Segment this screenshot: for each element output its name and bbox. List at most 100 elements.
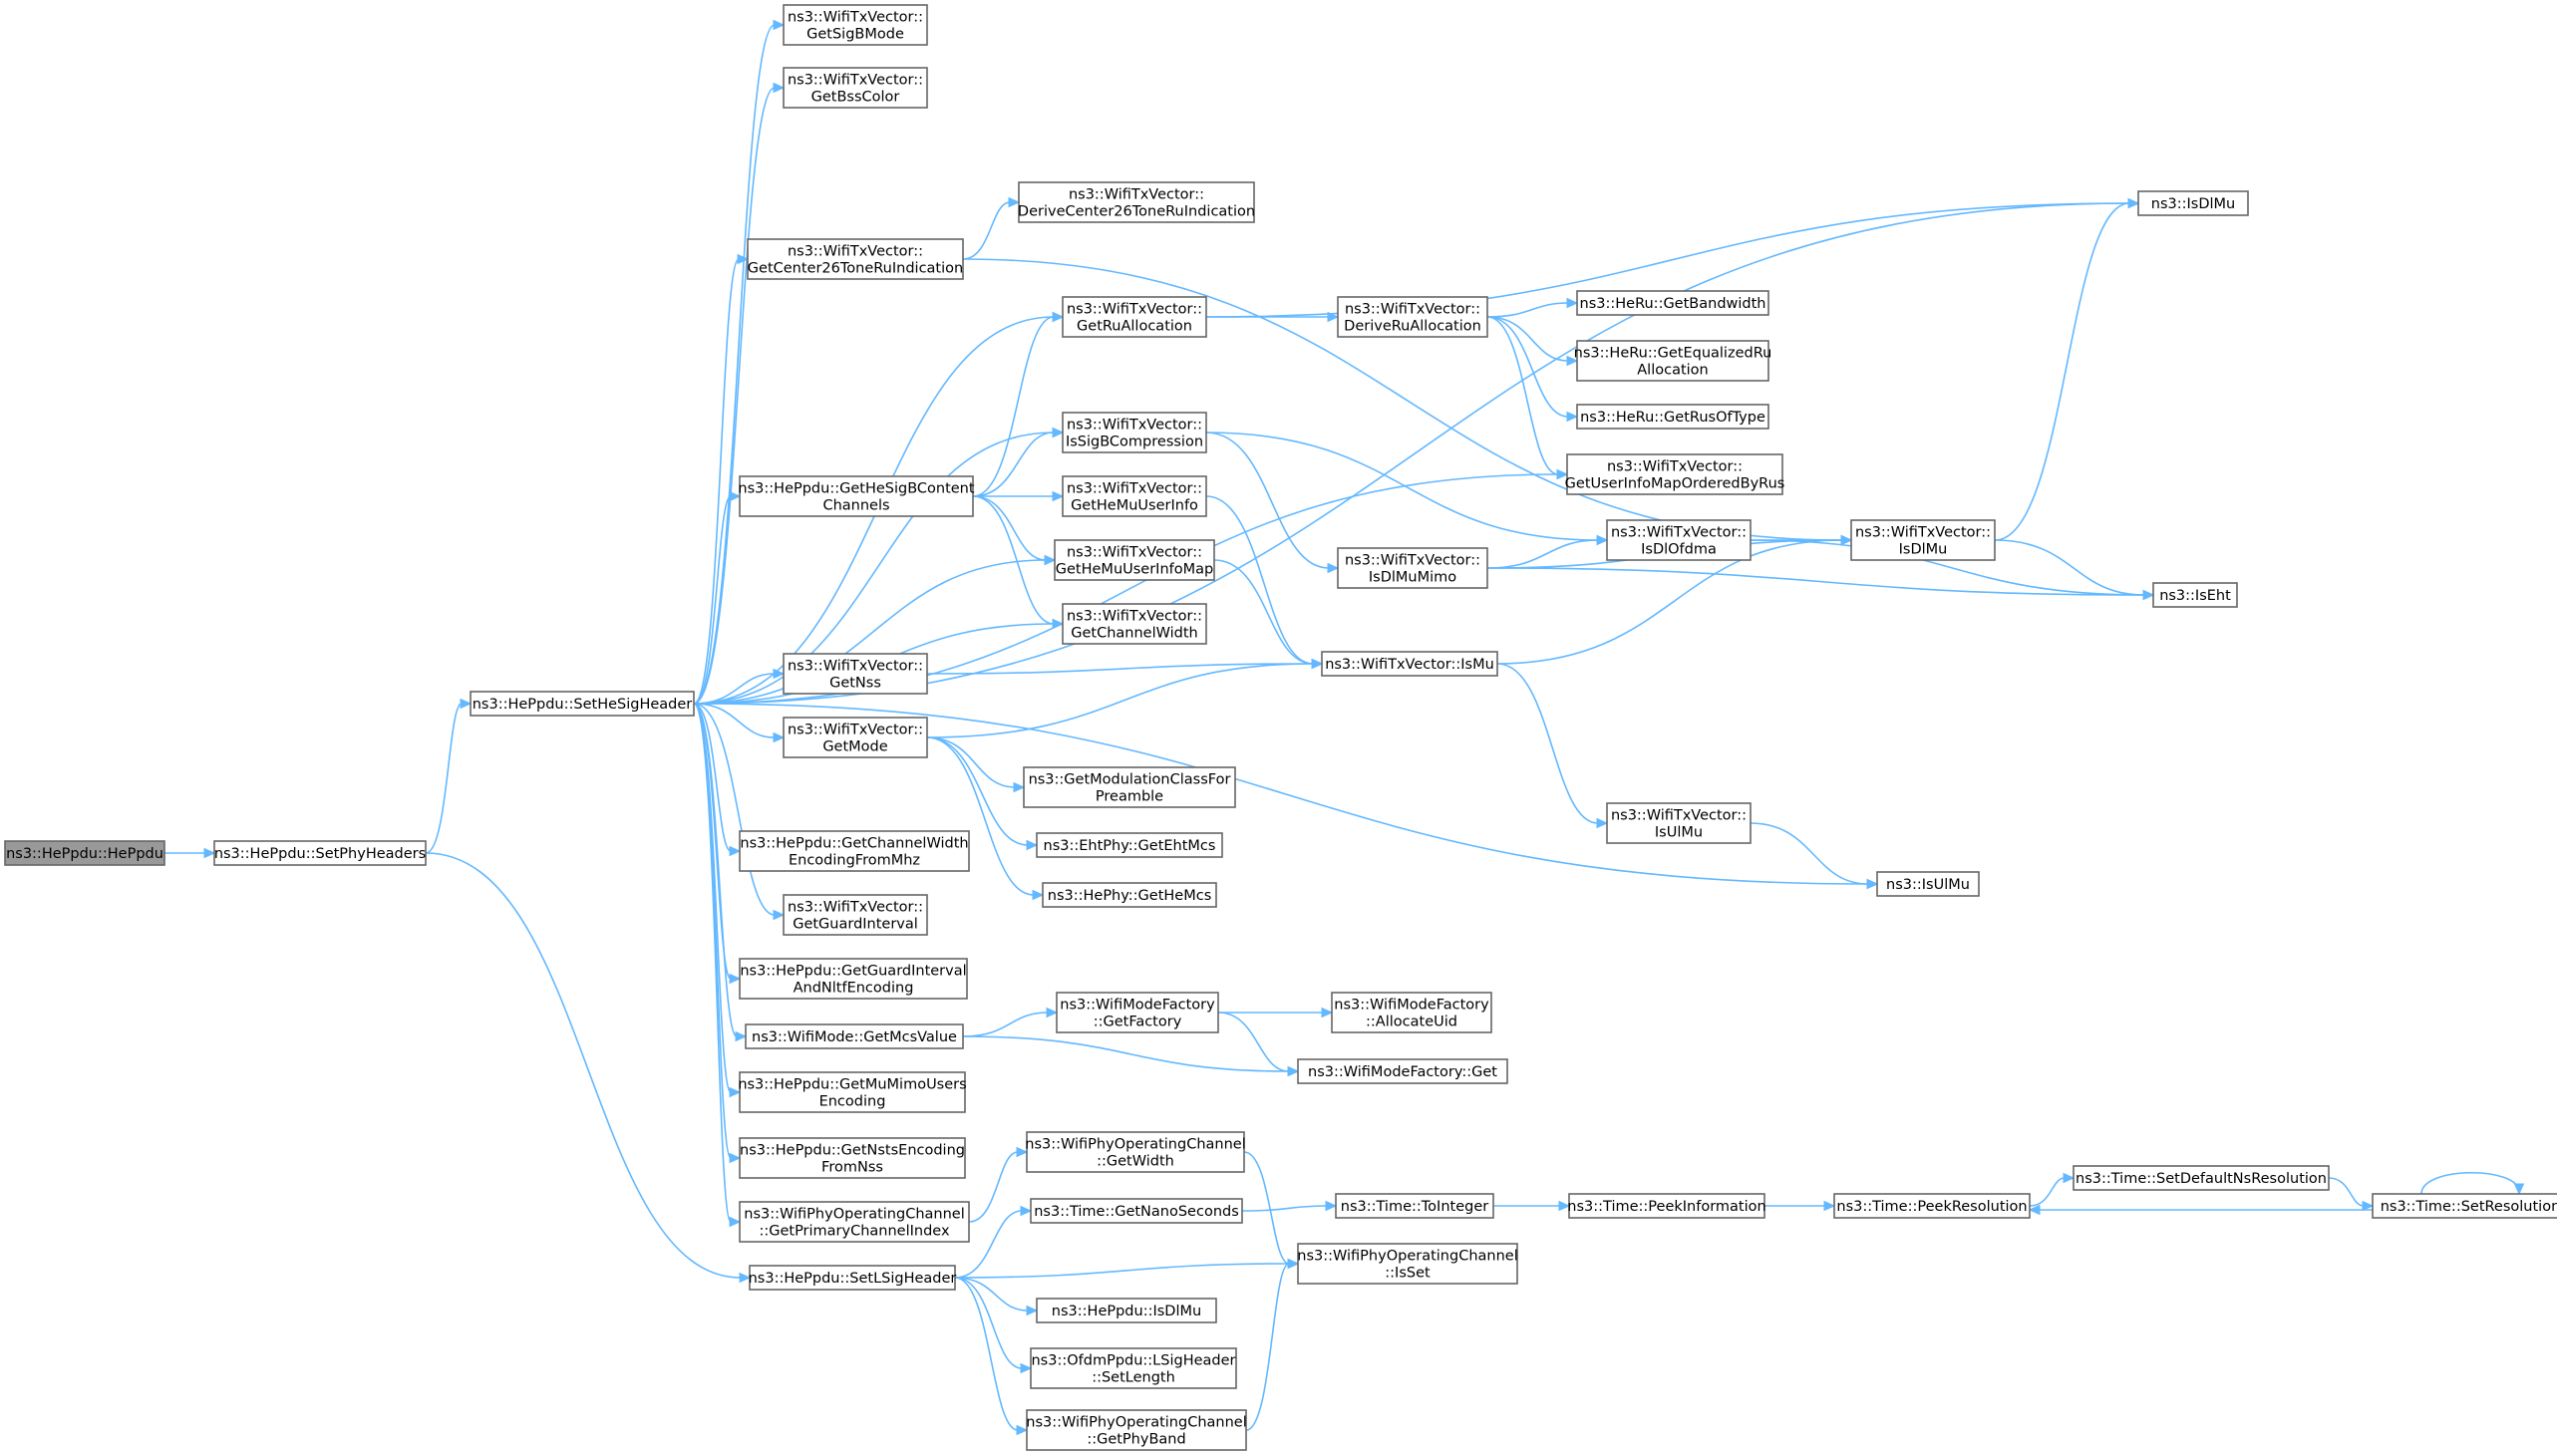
edge-getmode-to-getehtmcs: [926, 736, 1029, 846]
function-node-peekinfo[interactable]: ns3::Time::PeekInformation: [1567, 1193, 1766, 1219]
function-node-heppduisdlmu[interactable]: ns3::HePpdu::IsDlMu: [1036, 1298, 1217, 1323]
function-node-getprimarych[interactable]: ns3::WifiPhyOperatingChannel::GetPrimary…: [739, 1201, 970, 1243]
node-box: [1062, 603, 1207, 645]
function-node-derivecenter26[interactable]: ns3::WifiTxVector::DeriveCenter26ToneRuI…: [1018, 181, 1255, 223]
function-node-getcenter26[interactable]: ns3::WifiTxVector::GetCenter26ToneRuIndi…: [747, 238, 964, 280]
arrowhead: [1823, 1200, 1836, 1212]
function-node-getmode[interactable]: ns3::WifiTxVector::GetMode: [783, 717, 928, 758]
function-node-gethemuuserinfomap[interactable]: ns3::WifiTxVector::GetHeMuUserInfoMap: [1054, 539, 1215, 581]
function-node-getrusoftype[interactable]: ns3::HeRu::GetRusOfType: [1576, 404, 1769, 430]
function-node-gethemcs[interactable]: ns3::HePhy::GetHeMcs: [1042, 882, 1217, 908]
node-label: ns3::WifiTxVector::: [1067, 418, 1202, 434]
edge-isdlmumimo-to-isdlofdma: [1486, 539, 1599, 569]
function-node-issigbcomp[interactable]: ns3::WifiTxVector::IsSigBCompression: [1062, 412, 1207, 453]
node-box: [1833, 1193, 2031, 1219]
arrowhead: [1032, 889, 1045, 901]
edge-deriveruallocation-to-getrusoftype: [1486, 316, 1569, 418]
function-node-root[interactable]: ns3::HePpdu::HePpdu: [4, 840, 165, 866]
edge-setphy-to-sethesig: [425, 703, 463, 854]
function-node-isdlmumimo[interactable]: ns3::WifiTxVector::IsDlMuMimo: [1337, 547, 1488, 589]
function-node-setresolution[interactable]: ns3::Time::SetResolution: [2372, 1193, 2557, 1219]
function-node-getbandwidth[interactable]: ns3::HeRu::GetBandwidth: [1576, 290, 1769, 316]
arrowhead: [1596, 534, 1609, 546]
function-node-setdefaultns[interactable]: ns3::Time::SetDefaultNsResolution: [2073, 1165, 2330, 1191]
node-box: [739, 475, 974, 517]
function-node-getehtmcs[interactable]: ns3::EhtPhy::GetEhtMcs: [1036, 832, 1223, 858]
function-node-setphy[interactable]: ns3::HePpdu::SetPhyHeaders: [213, 840, 427, 866]
function-node-factoryget[interactable]: ns3::WifiModeFactory::Get: [1297, 1058, 1508, 1084]
function-node-deriveruallocation[interactable]: ns3::WifiTxVector::DeriveRuAllocation: [1337, 296, 1488, 338]
function-node-getruallocation[interactable]: ns3::WifiTxVector::GetRuAllocation: [1062, 296, 1207, 338]
function-node-getchannelwidth[interactable]: ns3::WifiTxVector::GetChannelWidth: [1062, 603, 1207, 645]
node-label: IsDlMuMimo: [1369, 570, 1456, 586]
function-node-lsigsetlength[interactable]: ns3::OfdmPpdu::LSigHeader::SetLength: [1030, 1347, 1237, 1389]
node-box: [213, 840, 427, 866]
function-node-tointeger[interactable]: ns3::Time::ToInteger: [1335, 1193, 1494, 1219]
edge-tvisdlmu-to-iseht: [1994, 539, 2145, 596]
arrowhead: [1327, 562, 1340, 574]
function-node-nsisdlmu[interactable]: ns3::IsDlMu: [2137, 190, 2249, 216]
edge-getwidth-to-isset: [1243, 1151, 1290, 1265]
function-node-getfactory[interactable]: ns3::WifiModeFactory::GetFactory: [1056, 992, 1219, 1033]
node-box: [1030, 1198, 1243, 1224]
function-node-sethesig[interactable]: ns3::HePpdu::SetHeSigHeader: [470, 691, 695, 717]
edge-getmcsvalue-to-factoryget: [962, 1035, 1290, 1072]
node-label: ns3::WifiPhyOperatingChannel: [1025, 1137, 1245, 1153]
function-node-allocateuid[interactable]: ns3::WifiModeFactory::AllocateUid: [1331, 992, 1492, 1033]
edge-gethemuuserinfo-to-ismu: [1205, 495, 1314, 665]
node-label: ns3::WifiTxVector::: [788, 10, 923, 26]
function-node-getnss[interactable]: ns3::WifiTxVector::GetNss: [783, 653, 928, 695]
function-node-getmcsvalue[interactable]: ns3::WifiMode::GetMcsValue: [745, 1023, 964, 1049]
function-node-tvisdlmu[interactable]: ns3::WifiTxVector::IsDlMu: [1850, 519, 1996, 561]
function-node-gethemuuserinfo[interactable]: ns3::WifiTxVector::GetHeMuUserInfo: [1062, 475, 1207, 517]
node-label: ns3::Time::PeekInformation: [1567, 1199, 1765, 1215]
function-node-ismu[interactable]: ns3::WifiTxVector::IsMu: [1321, 651, 1498, 677]
node-label: ns3::GetModulationClassFor: [1029, 772, 1231, 788]
function-node-isset[interactable]: ns3::WifiPhyOperatingChannel::IsSet: [1297, 1243, 1518, 1285]
function-node-getwidth[interactable]: ns3::WifiPhyOperatingChannel::GetWidth: [1025, 1131, 1246, 1173]
function-node-getguardinterval[interactable]: ns3::WifiTxVector::GetGuardInterval: [783, 894, 928, 936]
node-label: ns3::HeRu::GetBandwidth: [1580, 296, 1766, 312]
arrowhead: [2362, 1200, 2375, 1212]
node-box: [1576, 290, 1769, 316]
function-node-getnanoseconds[interactable]: ns3::Time::GetNanoSeconds: [1030, 1198, 1243, 1224]
node-box: [1335, 1193, 1494, 1219]
node-label: ns3::Time::SetDefaultNsResolution: [2076, 1171, 2327, 1187]
node-label: Preamble: [1096, 789, 1163, 805]
function-node-getuserinfomap[interactable]: ns3::WifiTxVector::GetUserInfoMapOrdered…: [1565, 453, 1785, 495]
node-box: [739, 1201, 970, 1243]
function-node-getbsscolor[interactable]: ns3::WifiTxVector::GetBssColor: [783, 67, 928, 109]
function-node-nsisulmu[interactable]: ns3::IsUlMu: [1876, 871, 1980, 897]
node-label: ns3::WifiTxVector::: [1069, 187, 1204, 203]
node-box: [1054, 539, 1215, 581]
edge-getmode-to-ismu: [926, 663, 1314, 738]
edge-deriveruallocation-to-getuserinfomap: [1486, 316, 1559, 475]
function-node-getsigbmode[interactable]: ns3::WifiTxVector::GetSigBMode: [783, 4, 928, 46]
node-label: GetUserInfoMapOrderedByRus: [1565, 476, 1785, 492]
function-node-isdlofdma[interactable]: ns3::WifiTxVector::IsDlOfdma: [1606, 519, 1752, 561]
edge-isdlmumimo-to-iseht: [1486, 567, 2145, 596]
function-node-setlsig[interactable]: ns3::HePpdu::SetLSigHeader: [749, 1265, 957, 1291]
function-node-getgienc[interactable]: ns3::HePpdu::GetGuardIntervalAndNltfEnco…: [739, 958, 968, 1000]
node-box: [1297, 1058, 1508, 1084]
node-box: [1331, 992, 1492, 1033]
node-label: IsSigBCompression: [1066, 435, 1203, 450]
function-node-getchwidthenc[interactable]: ns3::HePpdu::GetChannelWidthEncodingFrom…: [739, 830, 970, 872]
function-node-peekres[interactable]: ns3::Time::PeekResolution: [1833, 1193, 2031, 1219]
node-label: ns3::WifiTxVector::: [1607, 459, 1743, 475]
arrowhead: [737, 253, 750, 265]
function-node-getphyband[interactable]: ns3::WifiPhyOperatingChannel::GetPhyBand: [1026, 1409, 1247, 1451]
function-node-iseht[interactable]: ns3::IsEht: [2152, 582, 2238, 608]
node-box: [2073, 1165, 2330, 1191]
node-label: ::GetFactory: [1094, 1015, 1182, 1030]
call-edges: [164, 19, 2525, 1436]
function-node-isulmu[interactable]: ns3::WifiTxVector::IsUlMu: [1606, 802, 1752, 844]
node-label: ns3::HePpdu::SetHeSigHeader: [473, 697, 693, 713]
node-box: [1568, 1193, 1765, 1219]
arrowhead: [203, 847, 216, 859]
